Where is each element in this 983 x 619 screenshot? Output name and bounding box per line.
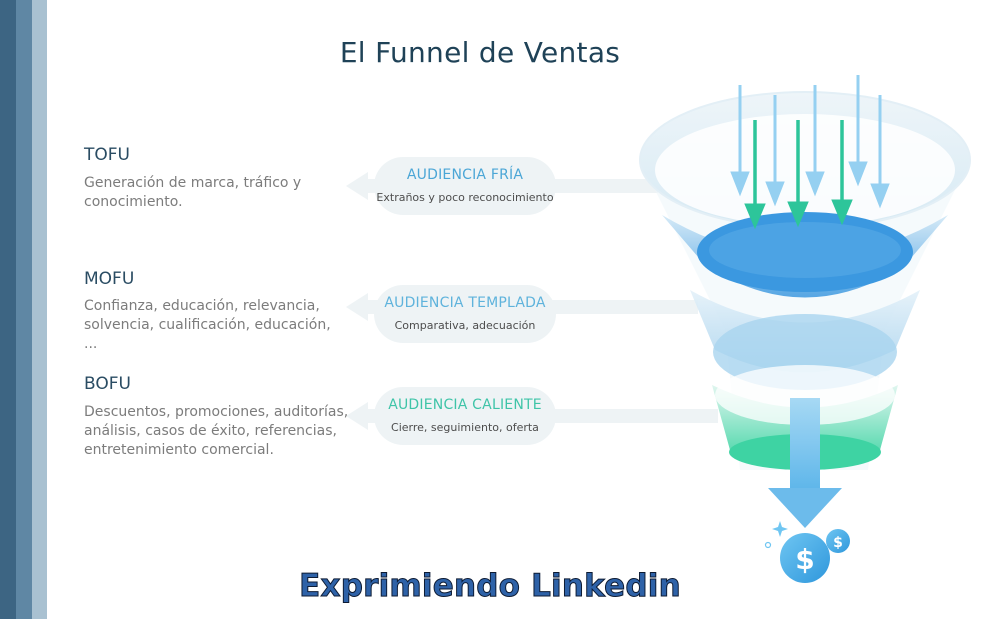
stage-description-mofu: Confianza, educación, relevancia, solven…	[84, 298, 331, 352]
audience-title-hot: AUDIENCIA CALIENTE	[388, 397, 542, 413]
side-stripe-dark	[0, 0, 16, 619]
incoming-arrows-green	[744, 120, 853, 230]
stage-label-tofu: TOFU	[84, 145, 130, 165]
stage-label-bofu: BOFU	[84, 374, 131, 394]
branding-footer: Exprimiendo Linkedin	[299, 568, 682, 605]
side-stripe-light	[32, 0, 47, 619]
page-title: El Funnel de Ventas	[339, 36, 621, 69]
dollar-coins-icon: $ $	[764, 521, 850, 583]
audience-title-warm: AUDIENCIA TEMPLADA	[384, 295, 546, 311]
audience-pill-hot: AUDIENCIA CALIENTE Cierre, seguimiento, …	[374, 387, 556, 445]
output-arrow	[768, 398, 842, 528]
audience-detail-hot: Cierre, seguimiento, oferta	[391, 421, 539, 434]
audience-pill-warm: AUDIENCIA TEMPLADA Comparativa, adecuaci…	[374, 285, 556, 343]
incoming-arrows-blue	[730, 75, 890, 209]
dollar-sign-small: $	[833, 535, 843, 551]
side-stripe-mid	[16, 0, 32, 619]
stage-label-mofu: MOFU	[84, 269, 135, 289]
audience-title-cold: AUDIENCIA FRÍA	[406, 167, 524, 183]
audience-detail-cold: Extraños y poco reconocimiento	[376, 191, 554, 204]
stage-description-bofu: Descuentos, promociones, auditorías, aná…	[84, 404, 349, 458]
funnel-shape	[639, 91, 971, 470]
audience-detail-warm: Comparativa, adecuación	[394, 319, 536, 332]
dollar-sign-large: $	[795, 543, 814, 576]
audience-pill-cold: AUDIENCIA FRÍA Extraños y poco reconocim…	[374, 157, 556, 215]
stage-description-tofu: Generación de marca, tráfico y conocimie…	[84, 175, 302, 210]
